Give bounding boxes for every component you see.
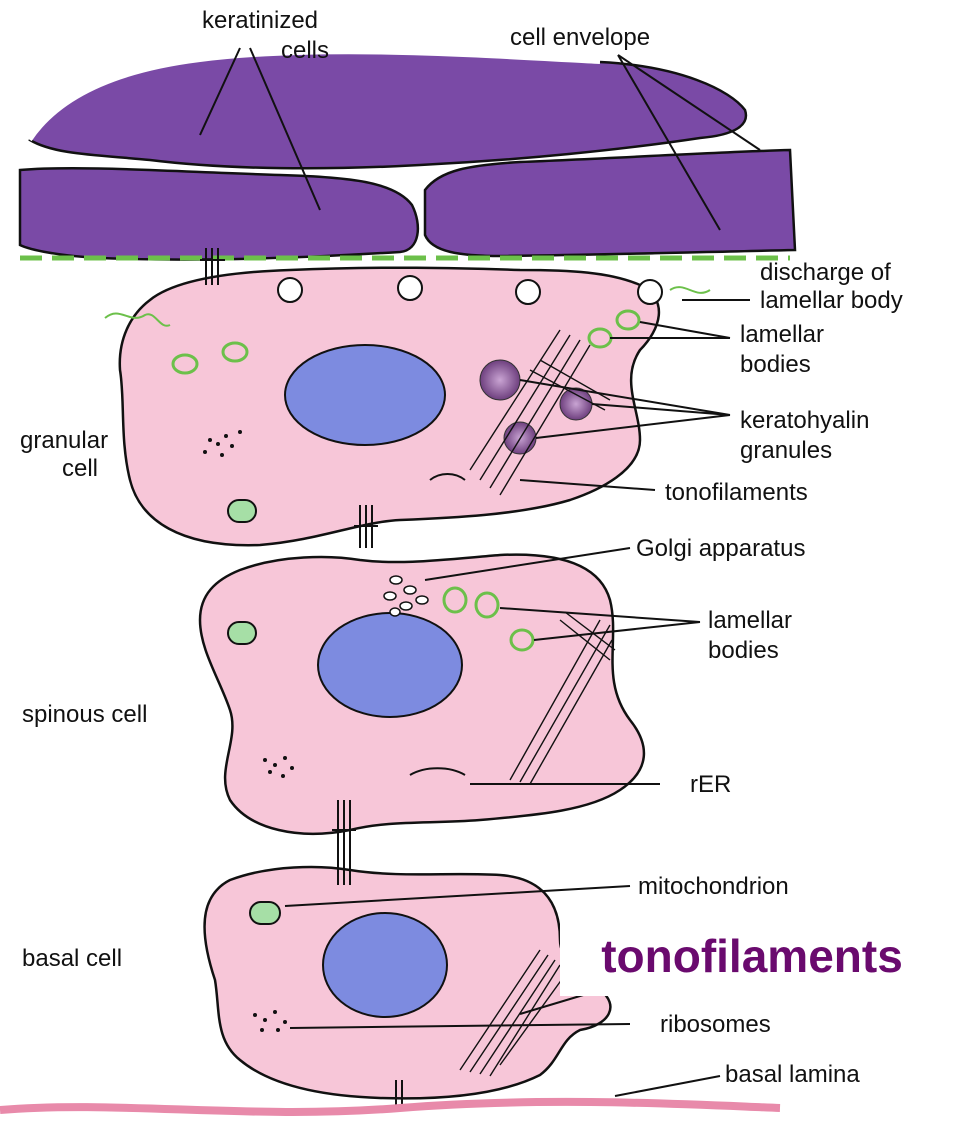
basal-cell-nucleus — [323, 913, 447, 1017]
label-ribosomes: ribosomes — [660, 1011, 771, 1038]
label-cell-envelope: cell envelope — [510, 24, 650, 51]
mitochondrion — [228, 500, 256, 522]
label-granular-2: cell — [62, 455, 98, 482]
spinous-cell-nucleus — [318, 613, 462, 717]
label-keratohyalin-1: keratohyalin — [740, 407, 869, 434]
label-keratinized-1: keratinized — [202, 7, 318, 34]
label-lamellar-top-2: bodies — [740, 351, 811, 378]
label-lamellar-mid-1: lamellar — [708, 607, 792, 634]
basal-lamina-band — [0, 1102, 780, 1112]
keratinized-cell-lower-right — [425, 150, 795, 256]
discharge-vesicle — [398, 276, 422, 300]
discharge-vesicle — [638, 280, 662, 304]
keratohyalin-granule — [480, 360, 520, 400]
label-discharge-2: lamellar body — [760, 287, 903, 314]
label-spinous-cell: spinous cell — [22, 701, 147, 728]
label-discharge-1: discharge of — [760, 259, 891, 286]
discharge-vesicle — [278, 278, 302, 302]
label-lamellar-mid-2: bodies — [708, 637, 779, 664]
label-rer: rER — [690, 771, 731, 798]
mitochondrion — [228, 622, 256, 644]
granular-cell-nucleus — [285, 345, 445, 445]
label-golgi: Golgi apparatus — [636, 535, 805, 562]
keratinized-cells — [20, 52, 795, 259]
label-keratinized-2: cells — [281, 37, 329, 64]
label-granular-1: granular — [20, 427, 108, 454]
label-lamellar-top-1: lamellar — [740, 321, 824, 348]
basal-cell — [205, 867, 611, 1098]
label-basal-cell: basal cell — [22, 945, 122, 972]
keratohyalin-granule — [560, 388, 592, 420]
spinous-cell — [200, 555, 644, 834]
label-mitochondrion: mitochondrion — [638, 873, 789, 900]
label-basal-lamina: basal lamina — [725, 1061, 860, 1088]
label-tonofilaments: tonofilaments — [665, 479, 808, 506]
discharge-vesicle — [516, 280, 540, 304]
mitochondrion — [250, 902, 280, 924]
highlight-tonofilaments: tonofilaments — [601, 930, 903, 982]
keratinized-cell-lower-left — [20, 168, 418, 259]
label-keratohyalin-2: granules — [740, 437, 832, 464]
